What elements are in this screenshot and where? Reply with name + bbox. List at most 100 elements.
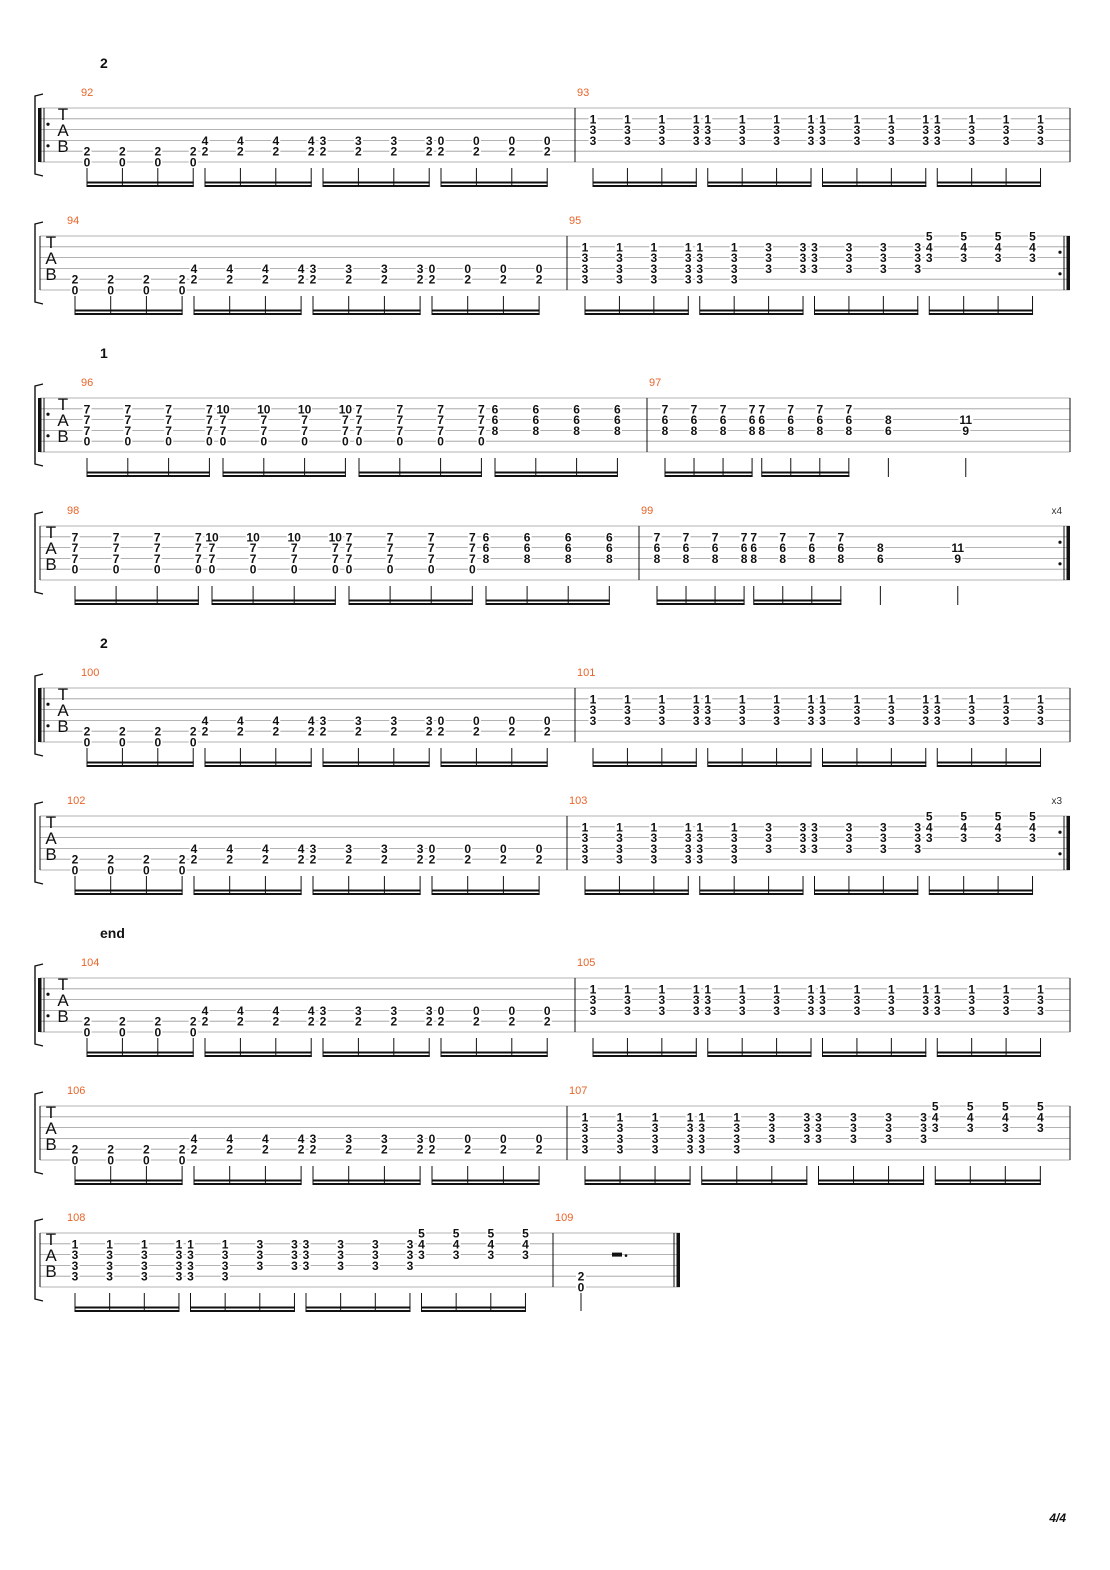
fret-knockout (612, 413, 622, 425)
fret-knockout (105, 1237, 115, 1249)
fret-number: 3 (773, 703, 780, 717)
fret-number: 0 (179, 864, 186, 878)
fret-knockout (818, 123, 827, 135)
fret-number: 7 (260, 424, 267, 438)
fret-knockout (919, 1132, 929, 1144)
fret-knockout (436, 1004, 446, 1016)
measure-number: 102 (67, 795, 85, 807)
fret-number: 1 (693, 112, 700, 126)
fret-knockout (1028, 820, 1038, 832)
fret-number: 2 (262, 853, 269, 867)
fret-number: 3 (522, 1248, 529, 1262)
fret-knockout (82, 1026, 92, 1037)
fret-knockout (70, 563, 80, 575)
repeat-dot (46, 144, 50, 148)
fret-number: 8 (691, 424, 698, 438)
fret-knockout (405, 1237, 415, 1249)
fret-knockout (703, 703, 713, 715)
fret-number: 10 (298, 402, 312, 416)
fret-number: 3 (1029, 251, 1036, 265)
beam (421, 1310, 526, 1312)
tab-clef-letter: A (45, 249, 57, 268)
tab-clef-letter: B (45, 1135, 56, 1154)
fret-knockout (681, 530, 691, 542)
fret-knockout (967, 993, 977, 1005)
fret-number: 2 (107, 853, 114, 867)
fret-knockout (884, 1121, 894, 1133)
fret-knockout (852, 714, 862, 726)
fret-number: 7 (209, 541, 216, 555)
fret-number: 4 (932, 1110, 939, 1124)
fret-number: 3 (337, 1237, 344, 1251)
fret-number: 0 (396, 435, 403, 449)
fret-knockout (153, 1026, 163, 1037)
fret-knockout (189, 273, 199, 285)
fret-number: 0 (544, 134, 551, 148)
fret-number: 1 (934, 692, 941, 706)
fret-knockout (718, 413, 728, 425)
fret-number: 6 (662, 413, 669, 427)
fret-number: 6 (741, 541, 748, 555)
fret-number: 2 (429, 853, 436, 867)
fret-knockout (844, 413, 854, 425)
fret-knockout (318, 725, 328, 737)
system-brace (34, 511, 44, 595)
beam (937, 181, 1042, 184)
beam (761, 475, 850, 477)
beam (205, 185, 312, 187)
fret-knockout (798, 831, 808, 843)
fret-number: 3 (773, 123, 780, 137)
fret-knockout (737, 1004, 747, 1016)
fret-number: 3 (765, 262, 772, 276)
fret-number: 3 (888, 134, 895, 148)
fret-knockout (747, 402, 757, 414)
fret-knockout (225, 853, 235, 865)
fret-knockout (588, 134, 598, 146)
fret-knockout (259, 435, 269, 447)
fret-knockout (732, 1132, 742, 1144)
fret-number: 0 (356, 435, 363, 449)
fret-number: 0 (119, 1026, 126, 1040)
fret-knockout (695, 842, 705, 854)
fret-knockout (354, 435, 364, 447)
fret-knockout (737, 703, 747, 715)
fret-knockout (959, 810, 969, 821)
measure-number: 103 (569, 795, 587, 807)
fret-knockout (123, 402, 133, 414)
fret-knockout (649, 262, 659, 274)
fret-knockout (580, 251, 590, 263)
fret-knockout (379, 262, 389, 274)
fret-number: 3 (624, 714, 631, 728)
fret-knockout (919, 1121, 929, 1133)
fret-number: 5 (995, 810, 1002, 824)
fret-number: 4 (298, 842, 305, 856)
fret-knockout (729, 273, 739, 285)
fret-number: 2 (381, 853, 388, 867)
beam (323, 185, 430, 187)
repeat-dot (46, 702, 50, 706)
fret-knockout (424, 134, 434, 146)
fret-number: 7 (428, 541, 435, 555)
fret-knockout (235, 134, 245, 146)
fret-number: 7 (356, 402, 363, 416)
fret-number: 3 (141, 1270, 148, 1284)
fret-number: 5 (453, 1227, 460, 1241)
fret-knockout (427, 842, 437, 854)
fret-knockout (498, 853, 508, 865)
fret-knockout (806, 134, 816, 146)
tab-clef-letter: A (45, 1119, 57, 1138)
fret-knockout (685, 1121, 695, 1133)
fret-number: 3 (765, 240, 772, 254)
section-label: 2 (100, 635, 108, 651)
fret-number: 3 (739, 703, 746, 717)
fret-number: 6 (787, 413, 794, 427)
tab-clef-letter: A (57, 991, 69, 1010)
fret-knockout (683, 831, 693, 843)
fret-number: 2 (226, 1143, 233, 1157)
beam (585, 313, 689, 315)
fret-knockout (177, 273, 187, 285)
fret-number: 3 (819, 123, 826, 137)
fret-knockout (106, 1143, 116, 1155)
fret-number: 3 (968, 1004, 975, 1018)
fret-knockout (649, 853, 659, 865)
